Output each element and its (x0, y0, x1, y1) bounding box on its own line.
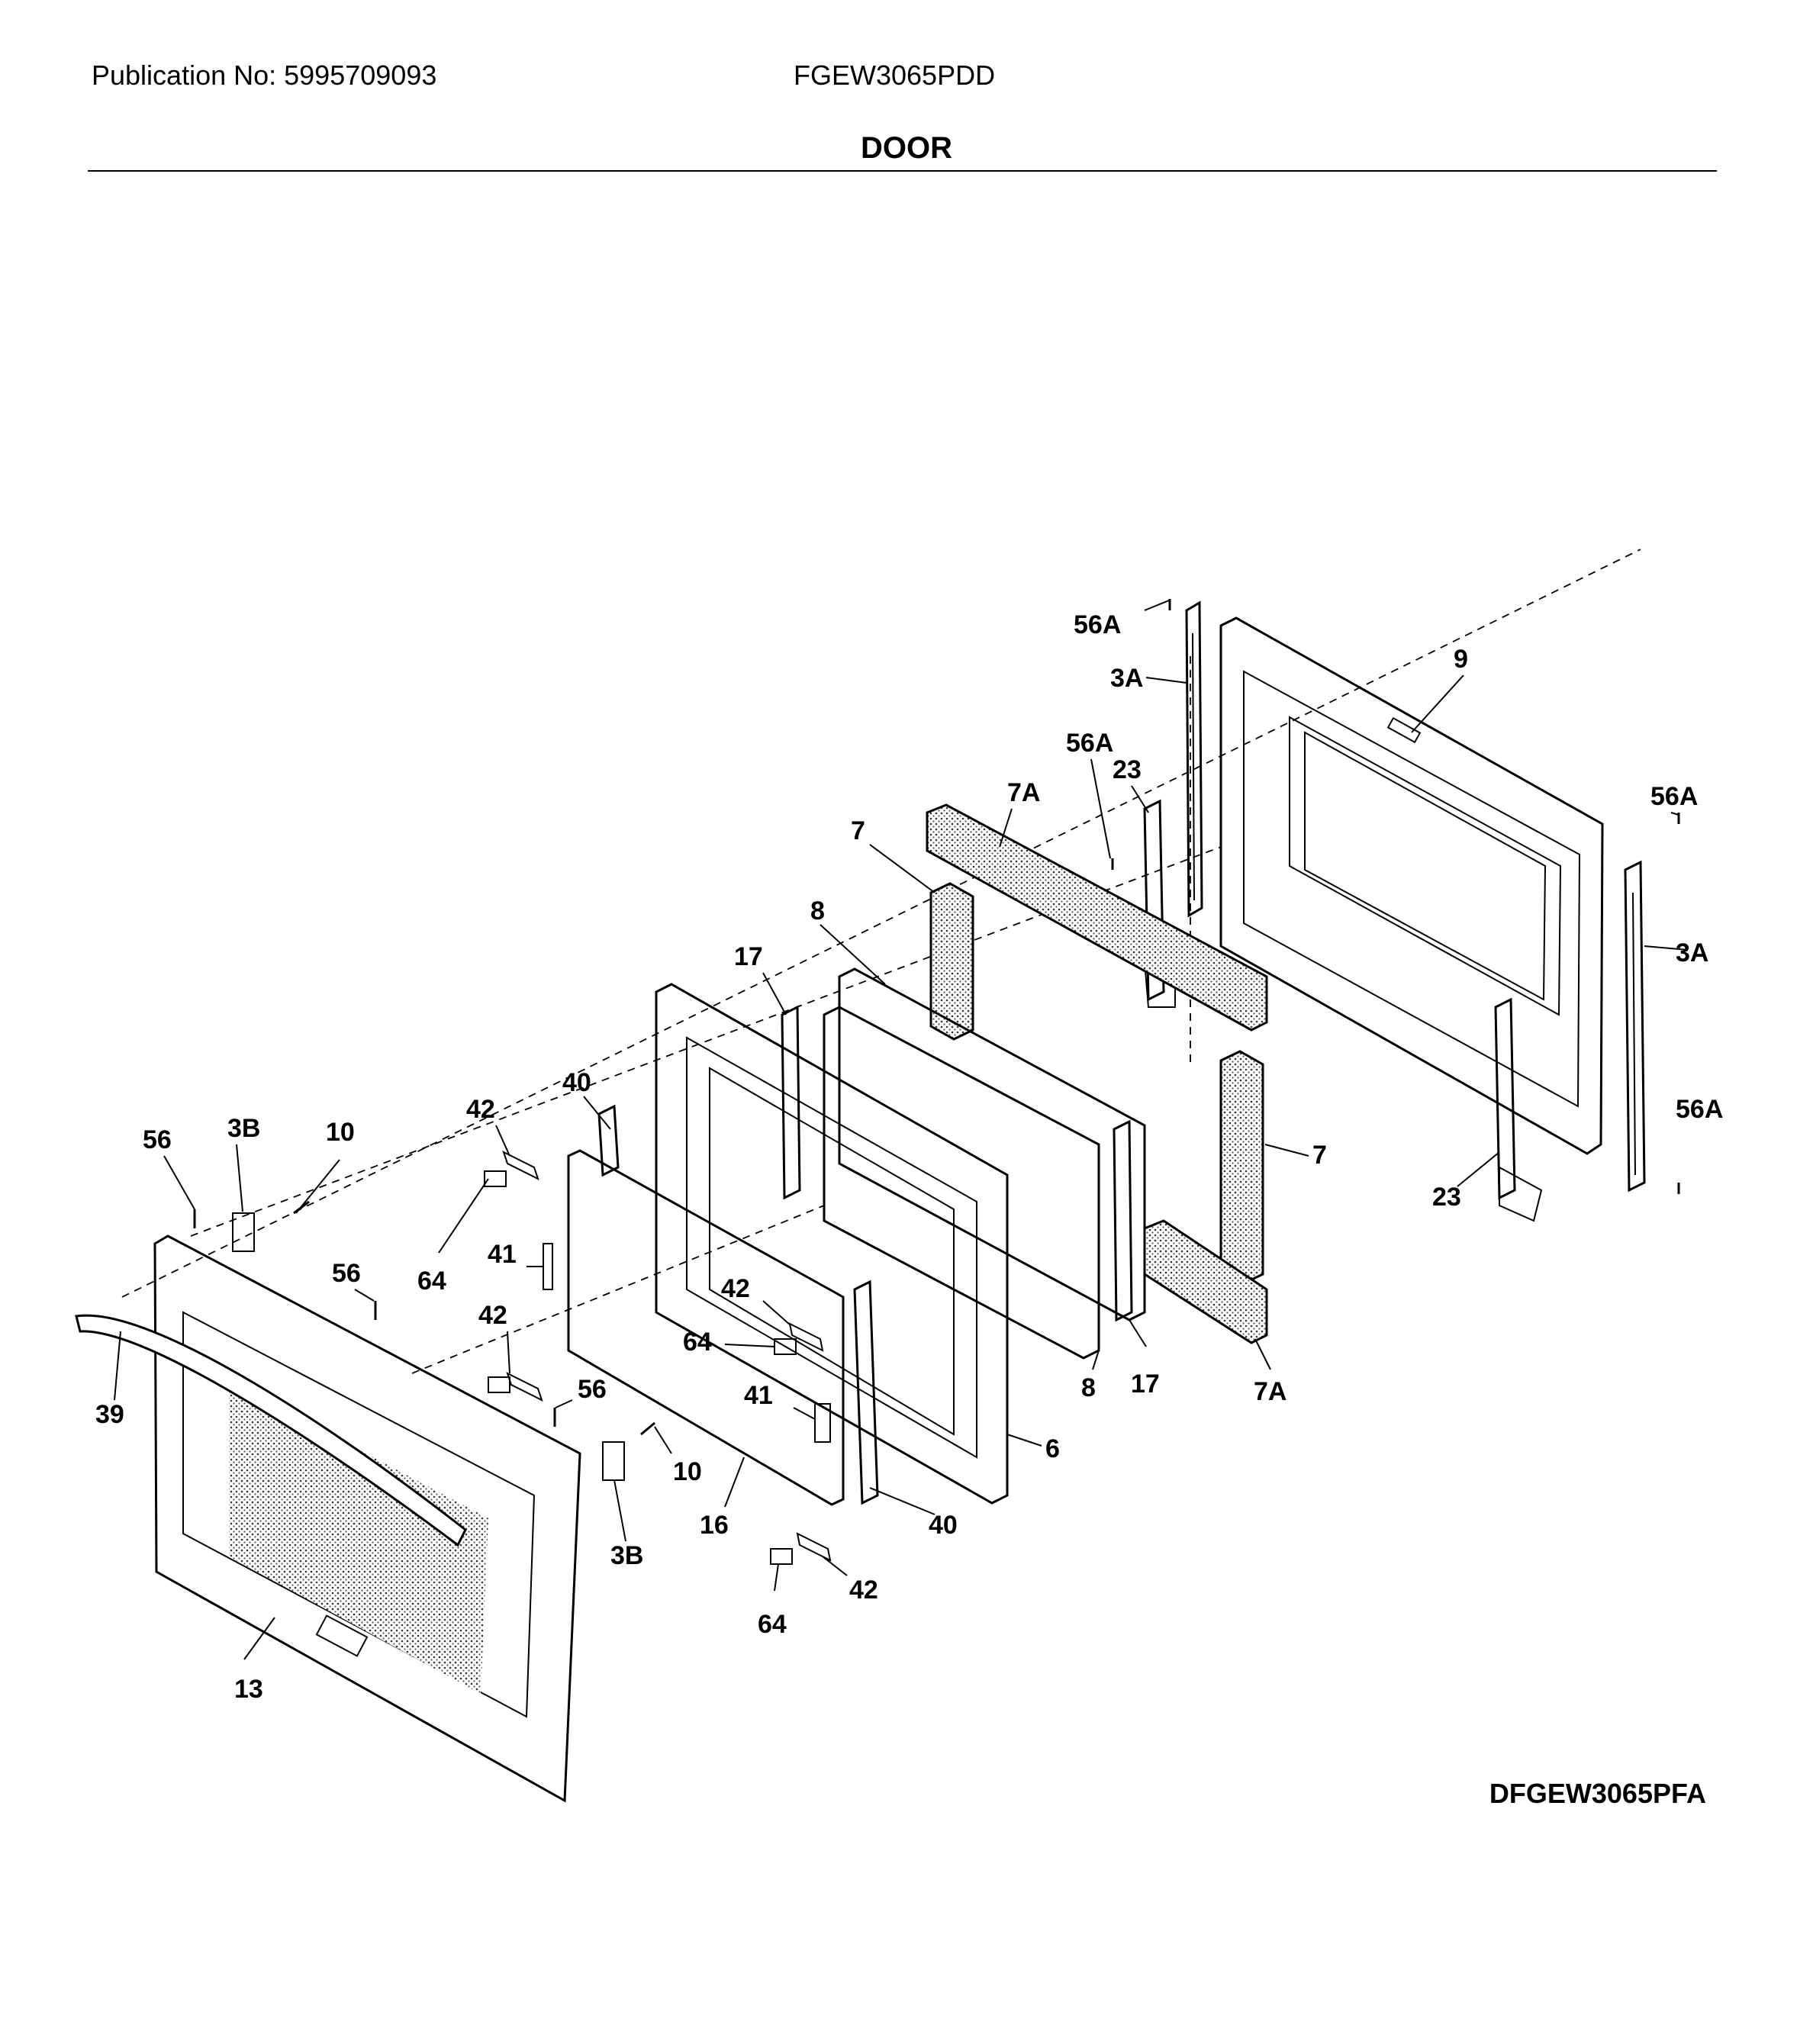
hinge-bottom (1494, 997, 1543, 1222)
label-3a-right: 3A (1676, 938, 1708, 967)
inner-door-liner (1219, 616, 1604, 1155)
glass-retainer-bottom (853, 1280, 879, 1505)
insulation-block-right (1219, 1050, 1264, 1285)
label-64-left: 64 (417, 1267, 446, 1296)
section-title: DOOR (861, 131, 952, 165)
glass-support-left (781, 1005, 801, 1200)
label-3b-bottom: 3B (610, 1541, 643, 1570)
label-42-mid: 42 (478, 1301, 507, 1330)
small-hardware (193, 599, 1680, 1565)
label-23-top: 23 (1113, 755, 1142, 784)
label-13: 13 (234, 1675, 263, 1704)
label-42-top: 42 (466, 1095, 495, 1124)
outer-door-panel (153, 1234, 581, 1803)
label-7a-top: 7A (1007, 778, 1040, 807)
label-40-bottom: 40 (929, 1511, 958, 1540)
insulation-strip-top (926, 803, 1268, 1032)
label-42-bottom: 42 (849, 1576, 878, 1605)
glass-retainer-top (597, 1104, 620, 1177)
label-7a-bottom: 7A (1254, 1377, 1286, 1406)
label-8-bottom: 8 (1081, 1373, 1096, 1402)
label-56-low: 56 (578, 1375, 607, 1404)
assembly-axes (121, 549, 1641, 1374)
label-56-top: 56 (143, 1125, 172, 1154)
label-64-bottom: 64 (758, 1610, 787, 1639)
label-64-center: 64 (683, 1328, 712, 1357)
label-40-top: 40 (562, 1068, 591, 1097)
label-56a-lower: 56A (1676, 1095, 1723, 1124)
diagram-code: DFGEW3065PFA (1489, 1778, 1706, 1809)
label-56a-top: 56A (1074, 610, 1121, 639)
hinge-channel-right (1624, 860, 1646, 1193)
label-9: 9 (1454, 645, 1468, 674)
label-16: 16 (700, 1511, 729, 1540)
glass-pane-rear (823, 967, 1146, 1360)
label-17-top: 17 (734, 942, 763, 971)
insulation-block-left (929, 882, 974, 1041)
inner-door-glass (567, 1149, 845, 1506)
label-3a-top: 3A (1110, 664, 1143, 693)
hinge-channel-top (1185, 600, 1203, 918)
label-3b-top: 3B (227, 1114, 260, 1143)
label-56a-mid: 56A (1066, 729, 1113, 758)
label-7-right: 7 (1312, 1141, 1327, 1170)
leader-lines (114, 600, 1689, 1660)
label-56-mid: 56 (332, 1259, 361, 1288)
publication-number: Publication No: 5995709093 (92, 60, 437, 91)
label-10-top: 10 (326, 1118, 355, 1147)
door-frame (655, 983, 1009, 1505)
header-rule (88, 170, 1717, 172)
door-handle (75, 1314, 467, 1547)
label-41-top: 41 (488, 1240, 517, 1269)
label-17-bottom: 17 (1131, 1370, 1160, 1399)
glass-support-right (1113, 1119, 1133, 1322)
label-56a-right: 56A (1650, 782, 1698, 811)
part-labels: 56A 3A 9 56A 23 7A 56A 7 3A 8 17 40 42 5… (95, 610, 1723, 1704)
label-23-bottom: 23 (1432, 1183, 1461, 1212)
label-39: 39 (95, 1400, 124, 1429)
label-42-center: 42 (721, 1274, 750, 1303)
label-41-center: 41 (744, 1381, 773, 1410)
model-number: FGEW3065PDD (794, 60, 996, 91)
label-8-top: 8 (810, 896, 825, 925)
label-7-top: 7 (851, 816, 865, 845)
label-6: 6 (1045, 1434, 1060, 1463)
label-10-bottom: 10 (673, 1457, 702, 1486)
